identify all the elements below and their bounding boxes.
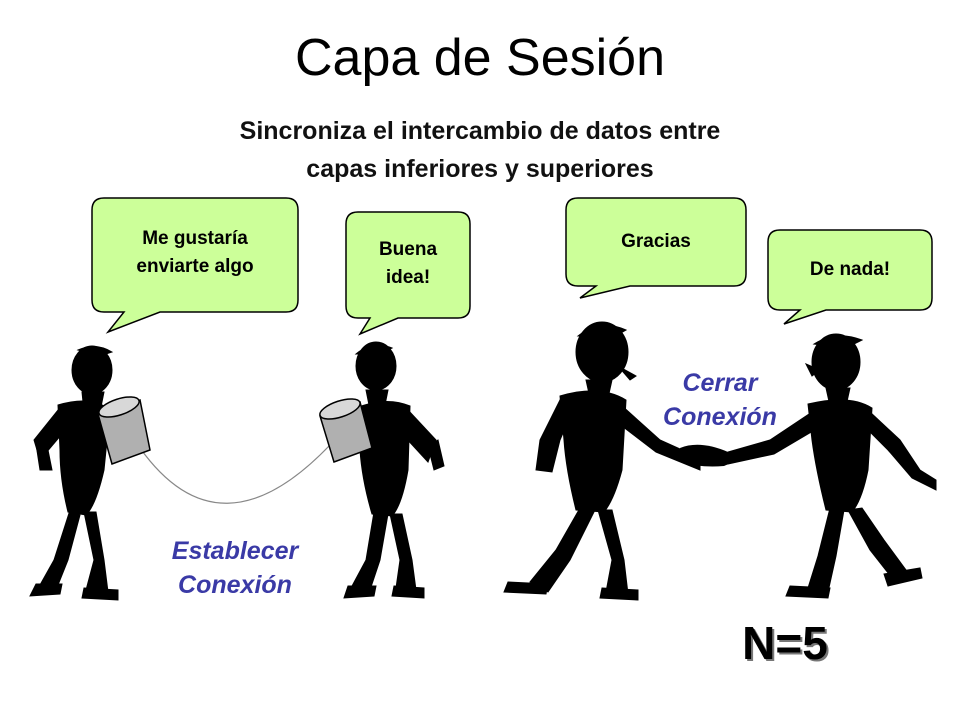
subtitle-line-1: Sincroniza el intercambio de datos entre xyxy=(239,117,721,145)
bubble-4-line-1: De nada! xyxy=(809,259,891,280)
speech-bubble-2-text: Buena idea! xyxy=(346,236,470,292)
speech-bubble-3 xyxy=(565,197,747,299)
subtitle-line-2: capas inferiores y superiores xyxy=(306,155,654,183)
bubble-3-line-1: Gracias xyxy=(621,231,691,252)
can-string xyxy=(139,444,331,504)
caption-establish-connection: Establecer Conexión xyxy=(130,534,340,602)
figure-right-2 xyxy=(727,333,937,599)
speech-bubble-3-text: Gracias xyxy=(566,228,746,256)
speech-bubble-1-text: Me gustaría enviarte algo xyxy=(92,225,298,281)
subtitle: Sincroniza el intercambio de datos entre… xyxy=(130,112,830,188)
caption-establish-line-1: Establecer xyxy=(171,537,299,565)
bubble-1-line-2: enviarte algo xyxy=(136,256,254,277)
figure-left-2 xyxy=(333,341,445,599)
can-left xyxy=(97,396,151,465)
bubble-2-line-1: Buena xyxy=(378,239,438,260)
caption-close-line-2: Conexión xyxy=(663,403,777,431)
speech-bubble-4 xyxy=(767,229,933,325)
bubble-2-line-2: idea! xyxy=(385,267,431,288)
caption-close-line-1: Cerrar xyxy=(682,369,758,397)
bubble-1-line-1: Me gustaría xyxy=(142,228,248,249)
handshake xyxy=(680,444,734,467)
can-right xyxy=(319,398,373,463)
speech-bubble-1 xyxy=(91,197,299,334)
speech-bubble-4-text: De nada! xyxy=(768,256,932,284)
figure-right-1 xyxy=(503,321,701,601)
figure-left-1 xyxy=(29,345,133,601)
caption-close-connection: Cerrar Conexión xyxy=(630,366,810,434)
layer-number-label: N=5 xyxy=(742,617,828,669)
page-title: Capa de Sesión xyxy=(294,29,666,87)
speech-bubble-2 xyxy=(345,211,471,336)
caption-establish-line-2: Conexión xyxy=(178,571,292,599)
